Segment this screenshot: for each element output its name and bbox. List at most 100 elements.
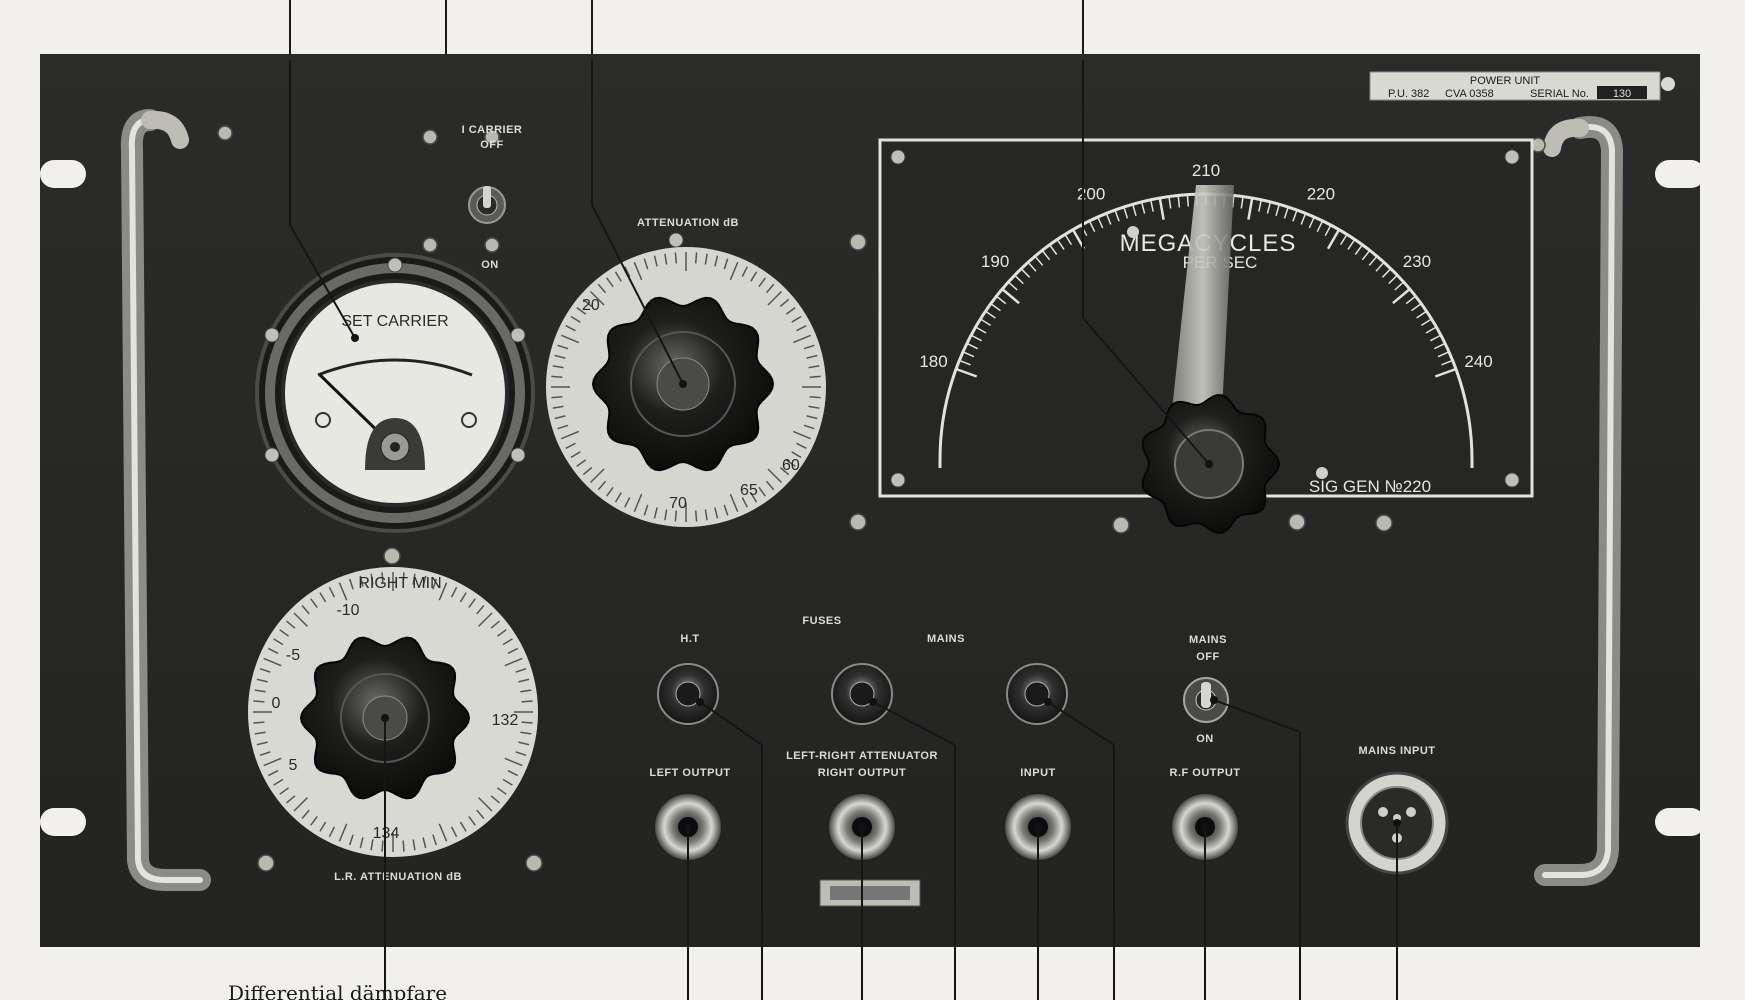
frequency-scale-label: 190 bbox=[981, 252, 1009, 271]
frequency-tick bbox=[962, 351, 975, 358]
dial-tick bbox=[370, 839, 374, 851]
frequency-scale-label: 210 bbox=[1192, 161, 1220, 180]
frequency-tick bbox=[1416, 310, 1427, 319]
ht-fuse[interactable] bbox=[657, 663, 719, 725]
dial-tick bbox=[459, 592, 467, 603]
left-output-label: LEFT OUTPUT bbox=[649, 767, 730, 779]
right-handle[interactable] bbox=[1534, 116, 1624, 886]
frequency-scale-label: 180 bbox=[919, 352, 947, 371]
frequency-tick bbox=[1168, 196, 1172, 209]
dial-tick bbox=[791, 315, 802, 323]
frequency-tick bbox=[1275, 204, 1281, 217]
frequency-tick bbox=[1056, 239, 1065, 250]
dial-tick bbox=[515, 751, 527, 757]
dial-tick bbox=[496, 629, 507, 637]
dial-tick bbox=[422, 837, 427, 849]
frequency-tick bbox=[995, 295, 1007, 305]
dial-tick bbox=[704, 253, 708, 265]
frequency-tick bbox=[1437, 351, 1450, 358]
dial-tick bbox=[597, 283, 607, 294]
frequency-tick bbox=[1368, 255, 1378, 266]
dial-tick bbox=[714, 507, 719, 519]
dial-tick bbox=[263, 657, 282, 667]
dial-tick bbox=[504, 757, 523, 767]
attenuation-label: ATTENUATION dB bbox=[637, 217, 739, 229]
nameplate-serial-label: SERIAL No. bbox=[1530, 88, 1589, 100]
attenuation-mark-65: 65 bbox=[740, 482, 758, 499]
dial-tick bbox=[624, 266, 631, 277]
dial-tick bbox=[758, 486, 767, 497]
dial-tick bbox=[438, 582, 448, 601]
frequency-tick bbox=[1020, 268, 1031, 278]
dial-tick bbox=[310, 598, 318, 609]
dial-tick bbox=[319, 592, 327, 603]
dial-tick bbox=[653, 255, 658, 267]
dial-tick bbox=[576, 459, 587, 468]
attenuation-mark-20: 20 bbox=[582, 297, 600, 314]
dial-tick bbox=[750, 492, 758, 503]
dial-tick bbox=[729, 262, 739, 281]
dial-tick bbox=[504, 657, 523, 667]
dial-tick bbox=[476, 605, 485, 615]
mains-toggle-switch[interactable] bbox=[1183, 677, 1229, 723]
dial-tick bbox=[490, 620, 500, 629]
model-label: SIG GEN №220 bbox=[1309, 477, 1431, 496]
dial-tick bbox=[792, 430, 811, 440]
dial-tick bbox=[809, 395, 821, 399]
carrier-toggle-switch[interactable] bbox=[468, 186, 506, 224]
dial-tick bbox=[338, 823, 348, 842]
frequency-tick bbox=[975, 326, 987, 334]
frequency-scale-label: 230 bbox=[1403, 252, 1431, 271]
dial-tick bbox=[293, 797, 308, 812]
dial-tick bbox=[589, 290, 605, 306]
frequency-tick bbox=[1388, 274, 1398, 285]
dial-tick bbox=[478, 797, 493, 812]
frequency-scale-label: 220 bbox=[1307, 185, 1335, 204]
carrier-off-label: OFF bbox=[480, 139, 504, 151]
mains-fuse[interactable] bbox=[831, 663, 893, 725]
dial-tick bbox=[253, 721, 265, 724]
dial-tick bbox=[518, 741, 530, 746]
dial-tick bbox=[338, 582, 348, 601]
panel-screws bbox=[217, 125, 1546, 872]
lr-mark-m5: -5 bbox=[286, 647, 300, 664]
dial-tick bbox=[359, 575, 364, 587]
frequency-tick bbox=[1434, 367, 1457, 378]
dial-tick bbox=[803, 424, 815, 430]
frequency-tick bbox=[1158, 197, 1165, 220]
lr-mark-5: 5 bbox=[289, 757, 298, 774]
dial-tick bbox=[633, 262, 643, 281]
dial-tick bbox=[301, 809, 310, 819]
lr-mark-0: 0 bbox=[272, 695, 281, 712]
dial-tick bbox=[468, 598, 476, 609]
dial-tick bbox=[806, 354, 818, 359]
mains-on-label: ON bbox=[1196, 733, 1214, 745]
dial-tick bbox=[597, 480, 607, 491]
frequency-tick bbox=[1088, 220, 1096, 233]
input-fuse[interactable] bbox=[1006, 663, 1068, 725]
dial-tick bbox=[809, 375, 821, 379]
frequency-tick bbox=[985, 310, 996, 319]
dial-tick bbox=[551, 395, 563, 399]
dial-tick bbox=[319, 821, 327, 832]
dial-tick bbox=[381, 572, 384, 584]
dial-tick bbox=[468, 815, 476, 826]
lr-attenuator-label: LEFT-RIGHT ATTENUATOR bbox=[786, 750, 938, 762]
left-handle[interactable] bbox=[120, 109, 211, 891]
dial-tick bbox=[286, 620, 296, 629]
frequency-tick bbox=[1421, 318, 1432, 327]
frequency-tick bbox=[1247, 197, 1254, 220]
mains-input-label: MAINS INPUT bbox=[1359, 745, 1436, 757]
attenuation-mark-60: 60 bbox=[782, 457, 800, 474]
dial-tick bbox=[273, 638, 284, 646]
dial-tick bbox=[490, 795, 500, 804]
lr-dial-right-min: RIGHT MIN bbox=[358, 575, 441, 592]
dial-tick bbox=[279, 787, 290, 795]
frequency-tick bbox=[1283, 206, 1289, 219]
dial-tick bbox=[381, 840, 384, 852]
frequency-tick bbox=[1240, 196, 1244, 209]
dial-tick bbox=[293, 612, 308, 627]
frequency-tick bbox=[1405, 295, 1417, 305]
dial-tick bbox=[806, 415, 818, 420]
leader-dots bbox=[684, 696, 1401, 831]
